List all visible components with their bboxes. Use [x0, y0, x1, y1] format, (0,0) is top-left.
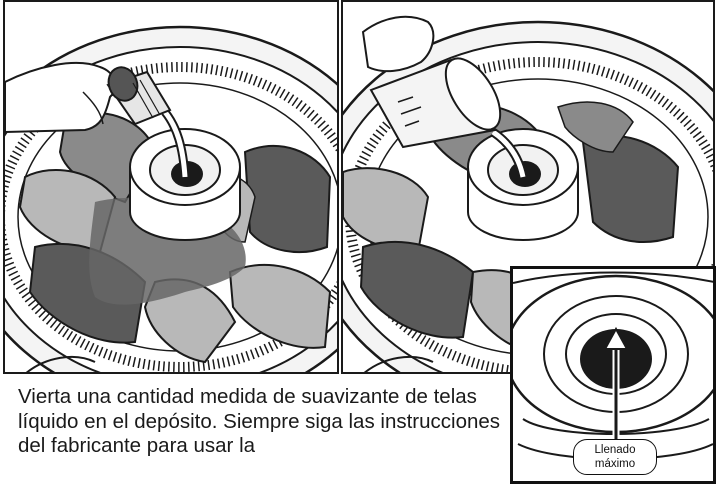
- softener-bottle-icon: [106, 66, 172, 126]
- max-fill-label-line2: máximo: [594, 458, 636, 470]
- washer-drum-left: [5, 25, 337, 372]
- fill-arrow-icon: [603, 326, 629, 439]
- illustration-pour-cap: [3, 0, 339, 374]
- measuring-cup-icon: [369, 57, 502, 149]
- max-fill-inset: Llenado máximo: [510, 266, 716, 484]
- max-fill-label: Llenado máximo: [573, 439, 657, 475]
- dispenser-closeup: [513, 269, 713, 481]
- instruction-caption: Vierta una cantidad medida de suavizante…: [18, 385, 501, 457]
- max-fill-label-line1: Llenado: [594, 444, 636, 456]
